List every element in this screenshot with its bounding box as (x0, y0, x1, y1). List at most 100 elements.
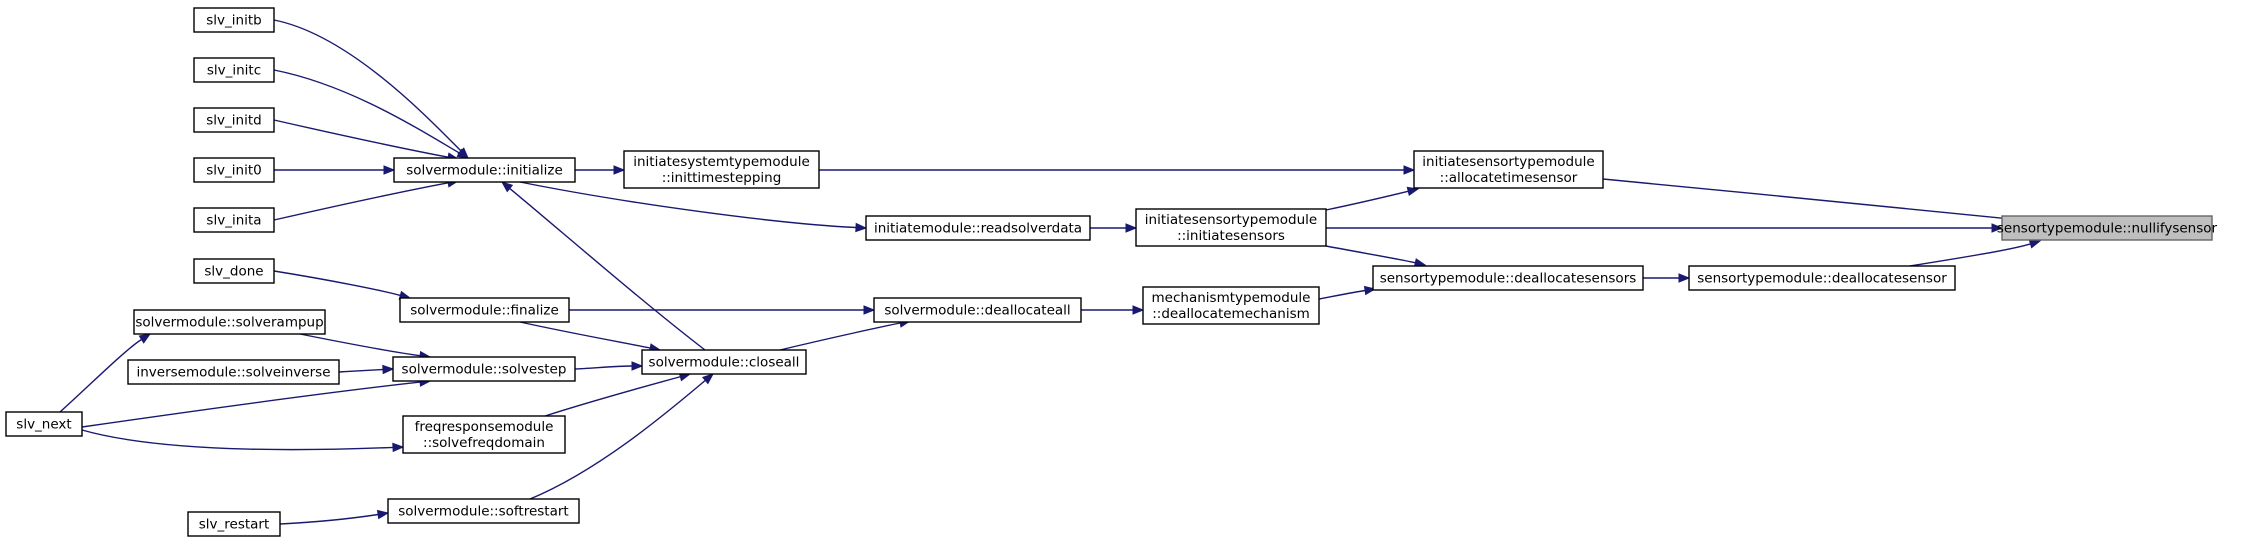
node-box[interactable] (1135, 208, 1327, 247)
arrowhead-icon (1678, 273, 1691, 283)
edge-slv-restart-to-softrestart (279, 509, 390, 525)
arrowhead-icon (701, 373, 715, 385)
node-initialize[interactable]: solvermodule::initialize (393, 157, 576, 183)
node-label: slv_inita (206, 213, 261, 229)
edge-line (1325, 190, 1409, 211)
edge-line (1325, 245, 1416, 264)
node-box[interactable] (193, 258, 275, 284)
node-box[interactable] (387, 498, 580, 524)
node-box[interactable] (402, 415, 566, 454)
node-label: solvermodule::softrestart (398, 504, 568, 520)
edge-line (81, 429, 394, 451)
node-label: slv_initd (206, 113, 261, 129)
node-label: solvermodule::solvestep (402, 362, 567, 378)
edge-line (273, 182, 449, 221)
node-box[interactable] (193, 57, 275, 83)
node-deallocatesensor[interactable]: sensortypemodule::deallocatesensor (1688, 265, 1956, 291)
edge-line (59, 338, 142, 413)
node-box[interactable] (127, 359, 340, 385)
edge-line (519, 181, 857, 229)
node-deallocateall[interactable]: solvermodule::deallocateall (873, 297, 1082, 323)
node-box[interactable] (193, 7, 275, 33)
node-slv-done[interactable]: slv_done (193, 258, 275, 284)
node-box[interactable] (193, 157, 275, 183)
node-box[interactable] (2001, 215, 2213, 241)
edge-closeall-to-initialize (500, 181, 706, 351)
node-nullifysensor[interactable]: sensortypemodule::nullifysensor (1997, 215, 2218, 241)
edge-initiatesensors-to-allocatetimesensor (1325, 186, 1420, 211)
node-softrestart[interactable]: solvermodule::softrestart (387, 498, 580, 524)
edge-deallocatesensor-to-nullifysensor (1909, 239, 2042, 267)
edge-solverampup-to-solvestep (299, 333, 432, 361)
node-label: ::allocatetimesensor (1440, 170, 1578, 186)
edge-finalize-to-deallocateall (569, 305, 876, 315)
node-label: solvermodule::closeall (649, 355, 800, 371)
node-label: inversemodule::solveinverse (136, 365, 330, 381)
node-solverampup[interactable]: solvermodule::solverampup (133, 309, 326, 335)
edge-line (1909, 243, 2031, 267)
node-deallocatesensors[interactable]: sensortypemodule::deallocatesensors (1372, 265, 1644, 291)
node-finalize[interactable]: solvermodule::finalize (399, 297, 570, 323)
node-deallocatemechanism[interactable]: mechanismtypemodule::deallocatemechanism (1142, 286, 1320, 325)
node-slv-initd[interactable]: slv_initd (193, 107, 275, 133)
edge-line (81, 381, 421, 428)
node-box[interactable] (873, 297, 1082, 323)
node-box[interactable] (133, 309, 326, 335)
node-slv-initb[interactable]: slv_initb (193, 7, 275, 33)
node-solveinverse[interactable]: inversemodule::solveinverse (127, 359, 340, 385)
node-slv-init0[interactable]: slv_init0 (193, 157, 275, 183)
node-label: slv_done (204, 264, 263, 280)
node-box[interactable] (393, 157, 576, 183)
edge-inittimestepping-to-allocatetimesensor (819, 165, 1416, 175)
edge-line (273, 69, 460, 154)
arrowhead-icon (1406, 186, 1420, 197)
node-label: slv_restart (199, 517, 270, 533)
node-solvefreqdomain[interactable]: freqresponsemodule::solvefreqdomain (402, 415, 566, 454)
node-allocatetimesensor[interactable]: initiatesensortypemodule::allocatetimese… (1413, 150, 1604, 189)
edge-layer (59, 19, 2042, 525)
node-box[interactable] (865, 215, 1091, 241)
edge-slv-done-to-finalize (273, 270, 412, 300)
node-box[interactable] (187, 511, 281, 537)
node-box[interactable] (399, 297, 570, 323)
node-inittimestepping[interactable]: initiatesystemtypemodule::inittimesteppi… (623, 150, 820, 189)
edge-slv-next-to-solvefreqdomain (81, 429, 405, 453)
node-box[interactable] (623, 150, 820, 189)
arrowhead-icon (392, 442, 405, 453)
node-box[interactable] (1142, 286, 1320, 325)
edge-initiatesensors-to-nullifysensor (1326, 223, 2004, 233)
arrowhead-icon (1991, 223, 2004, 233)
node-box[interactable] (1372, 265, 1644, 291)
node-label: solvermodule::solverampup (135, 315, 323, 331)
node-solvestep[interactable]: solvermodule::solvestep (392, 356, 576, 382)
node-label: solvermodule::finalize (410, 303, 559, 319)
node-box[interactable] (1688, 265, 1956, 291)
edge-line (574, 365, 633, 370)
arrowhead-icon (456, 148, 470, 159)
node-box[interactable] (5, 411, 83, 437)
node-label: sensortypemodule::deallocatesensor (1697, 271, 1947, 287)
node-box[interactable] (641, 349, 807, 375)
edge-solveinverse-to-solvestep (338, 364, 395, 375)
node-closeall[interactable]: solvermodule::closeall (641, 349, 807, 375)
node-label: solvermodule::deallocateall (884, 303, 1070, 319)
node-slv-next[interactable]: slv_next (5, 411, 83, 437)
node-slv-restart[interactable]: slv_restart (187, 511, 281, 537)
edge-finalize-to-closeall (519, 321, 662, 353)
node-initiatesensors[interactable]: initiatesensortypemodule::initiatesensor… (1135, 208, 1327, 247)
arrowhead-icon (382, 364, 395, 375)
node-label: mechanismtypemodule (1152, 290, 1311, 306)
edge-line (1602, 178, 2031, 222)
node-label: initiatemodule::readsolverdata (874, 221, 1082, 237)
node-readsolverdata[interactable]: initiatemodule::readsolverdata (865, 215, 1091, 241)
node-box[interactable] (392, 356, 576, 382)
node-box[interactable] (193, 207, 275, 233)
node-box[interactable] (193, 107, 275, 133)
node-slv-initc[interactable]: slv_initc (193, 57, 275, 83)
node-slv-inita[interactable]: slv_inita (193, 207, 275, 233)
node-label: ::deallocatemechanism (1152, 306, 1310, 322)
node-box[interactable] (1413, 150, 1604, 189)
node-label: sensortypemodule::deallocatesensors (1380, 271, 1637, 287)
edge-deallocatesensors-to-deallocatesensor (1643, 273, 1691, 283)
